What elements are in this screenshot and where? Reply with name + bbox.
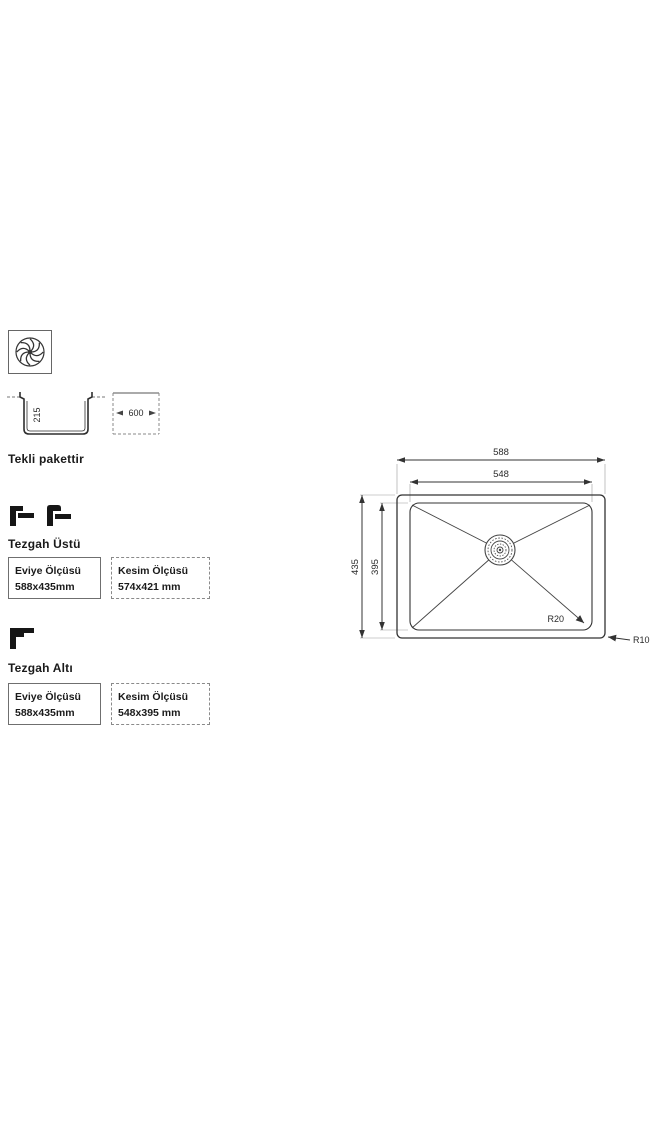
outer-radius-callout: R10 <box>607 634 650 645</box>
top-mount-cut-size-box: Kesim Ölçüsü 574x421 mm <box>111 557 210 599</box>
dim-inner-width-label: 548 <box>493 469 509 480</box>
top-mount-cut-size-label: Kesim Ölçüsü <box>118 565 189 577</box>
cabinet-width-diagram: 600 <box>112 392 160 435</box>
dim-inner-height: 395 <box>370 503 385 630</box>
under-mount-sink-size-label: Eviye Ölçüsü <box>15 691 81 703</box>
top-mount-flat-rim-icon <box>10 506 34 526</box>
dim-outer-width: 588 <box>397 447 605 463</box>
cabinet-width-label: 600 <box>128 408 143 418</box>
top-mount-raised-rim-icon <box>47 505 71 526</box>
inner-radius-label: R20 <box>547 614 564 624</box>
under-mount-sink-size-box: Eviye Ölçüsü 588x435mm <box>8 683 101 725</box>
drain-icon <box>484 534 516 566</box>
dim-outer-height-label: 435 <box>350 559 361 575</box>
package-note: Tekli pakettir <box>8 452 84 466</box>
depth-dimension-label: 215 <box>32 407 42 422</box>
drain-swirl-icon <box>15 337 45 367</box>
dim-inner-height-label: 395 <box>370 559 381 575</box>
under-mount-icon <box>10 628 34 649</box>
sink-inner-bowl-edge <box>409 502 593 631</box>
sink-section-diagram: 215 <box>7 392 105 435</box>
top-mount-title: Tezgah Üstü <box>8 537 81 551</box>
top-mount-sink-size-box: Eviye Ölçüsü 588x435mm <box>8 557 101 599</box>
dim-outer-width-label: 588 <box>493 447 509 458</box>
left-arrow-icon <box>116 410 123 416</box>
right-arrow-icon <box>149 410 156 416</box>
bowl-slope-lines <box>411 504 591 629</box>
top-mount-cut-size-value: 574x421 mm <box>118 581 181 594</box>
top-mount-sink-size-value: 588x435mm <box>15 581 75 594</box>
sink-outer-edge <box>396 494 606 639</box>
under-mount-icons <box>8 627 35 655</box>
under-mount-cut-size-value: 548x395 mm <box>118 707 181 720</box>
outer-radius-label: R10 <box>633 635 650 645</box>
under-mount-cut-size-label: Kesim Ölçüsü <box>118 691 189 703</box>
under-mount-cut-size-box: Kesim Ölçüsü 548x395 mm <box>111 683 210 725</box>
sink-technical-drawing: 588 548 435 395 <box>350 447 650 645</box>
top-mount-sink-size-label: Eviye Ölçüsü <box>15 565 81 577</box>
under-mount-sink-size-value: 588x435mm <box>15 707 75 720</box>
drain-swirl-icon-box <box>8 330 52 374</box>
top-mount-icons <box>8 504 72 527</box>
dim-outer-height: 435 <box>350 495 365 638</box>
dim-inner-width: 548 <box>410 469 592 485</box>
under-mount-title: Tezgah Altı <box>8 661 73 675</box>
